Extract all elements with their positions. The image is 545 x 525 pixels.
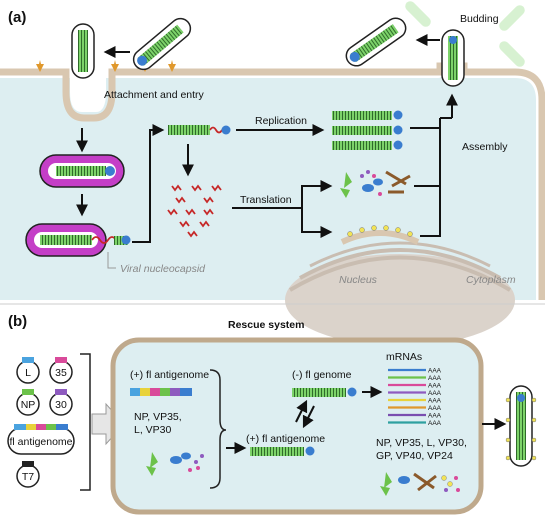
panel-a: Attachment and entry Viral nucleocapsid	[0, 1, 545, 346]
all-proteins-line1: NP, VP35, L, VP30,	[376, 437, 467, 449]
label-genome: (-) fl genome	[292, 369, 352, 381]
label-budding: Budding	[460, 13, 499, 25]
panel-a-tag: (a)	[8, 9, 26, 26]
mrna-polya-tail: AAA	[428, 390, 442, 397]
plasmid-fl-antigenome: fl antigenome	[7, 424, 75, 455]
plasmid-35: 35	[49, 357, 73, 384]
svg-text:35: 35	[55, 367, 67, 379]
faded-virions	[405, 1, 525, 67]
antigenome-nucleocapsid	[250, 446, 315, 456]
plasmid-bracket	[80, 353, 91, 491]
cell-membrane	[0, 62, 545, 300]
antigenome-bar	[130, 388, 192, 396]
mrna-polya-tail: AAA	[428, 383, 442, 390]
svg-text:NP: NP	[21, 399, 36, 411]
label-attachment: Attachment and entry	[104, 89, 205, 101]
mrna-polya-tail: AAA	[428, 413, 442, 420]
plasmid-group: L 35 NP 30	[7, 357, 75, 488]
rescue-title: Rescue system	[228, 319, 304, 331]
mrna-polya-tail: AAA	[428, 398, 442, 405]
plasmid-30: 30	[49, 389, 73, 416]
nucleocapsid-template	[168, 125, 231, 135]
label-antigenome-bottom: (+) fl antigenome	[246, 433, 325, 445]
label-assembly: Assembly	[462, 141, 508, 153]
label-support-proteins: NP, VP35, L, VP30	[134, 411, 185, 436]
mrna-polya-tail: AAA	[428, 405, 442, 412]
svg-text:30: 30	[55, 399, 67, 411]
arrow-replicate-up	[295, 399, 308, 423]
plasmid-np: NP	[16, 389, 40, 416]
mrna-polya-tail: AAA	[428, 420, 442, 427]
rescued-virion	[505, 385, 537, 467]
label-cytoplasm: Cytoplasm	[466, 274, 516, 286]
plasmid-t7: T7	[16, 461, 40, 488]
label-replication: Replication	[255, 115, 307, 127]
released-virion	[345, 17, 407, 67]
label-antigenome-top: (+) fl antigenome	[130, 369, 209, 381]
label-nucleocapsid: Viral nucleocapsid	[120, 263, 206, 275]
all-protein-cluster	[380, 472, 460, 496]
endosome-2	[25, 223, 107, 257]
endosome-1	[39, 154, 125, 188]
label-all-proteins: NP, VP35, L, VP30, GP, VP40, VP24	[376, 437, 470, 462]
mrna-polya-tail: AAA	[428, 375, 442, 382]
protein-brace	[209, 369, 227, 489]
budding-virion	[441, 29, 465, 87]
label-mrnas: mRNAs	[386, 351, 422, 363]
virion-attaching	[71, 23, 95, 79]
support-protein-cluster	[146, 452, 204, 476]
replicated-nucleocapsids	[332, 110, 403, 150]
panel-b-tag: (b)	[8, 313, 27, 330]
arrow-replicate-down	[302, 405, 315, 429]
label-translation: Translation	[240, 194, 292, 206]
label-nucleus: Nucleus	[339, 274, 378, 286]
all-proteins-line2: GP, VP40, VP24	[376, 450, 453, 462]
genome-nucleocapsid	[292, 387, 357, 397]
mrna-polya-tail: AAA	[428, 368, 442, 375]
svg-text:T7: T7	[22, 471, 34, 483]
svg-text:fl antigenome: fl antigenome	[9, 436, 72, 448]
svg-text:L: L	[25, 367, 31, 379]
released-nucleocapsid	[114, 235, 131, 245]
mrna-pool	[167, 184, 222, 238]
viral-proteins	[340, 170, 411, 198]
panel-b: (b) Rescue system L 35 NP 30	[7, 313, 537, 515]
nucleus	[285, 241, 515, 346]
er-glycoproteins	[340, 225, 420, 245]
support-proteins-line2: L, VP30	[134, 424, 172, 436]
virion-incoming	[132, 17, 192, 71]
support-proteins-line1: NP, VP35,	[134, 411, 182, 423]
plasmid-l: L	[16, 357, 40, 384]
host-cell	[110, 337, 484, 515]
